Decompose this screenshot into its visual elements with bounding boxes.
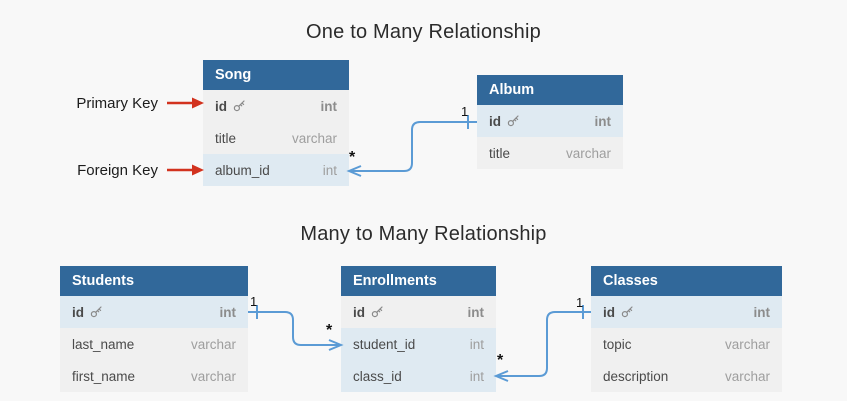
column-name: id xyxy=(353,304,365,320)
many-arrowhead-icon xyxy=(493,370,509,382)
column-type: int xyxy=(594,113,612,129)
column-type: int xyxy=(469,368,484,384)
column-type: int xyxy=(219,304,237,320)
table-row-students-first-name: first_name varchar xyxy=(60,360,248,392)
cardinality-many-label: * xyxy=(349,149,356,166)
table-row-enrollments-id: id int xyxy=(341,296,496,328)
table-students-header: Students xyxy=(60,266,248,296)
column-type: varchar xyxy=(724,336,770,352)
column-type: varchar xyxy=(291,130,337,146)
table-row-students-id: id int xyxy=(60,296,248,328)
column-type: int xyxy=(753,304,771,320)
connector-line xyxy=(496,311,591,377)
foreign-key-label: Foreign Key xyxy=(77,162,158,179)
foreign-key-arrow-icon xyxy=(167,164,204,176)
primary-key-icon xyxy=(507,115,519,127)
table-row-classes-topic: topic varchar xyxy=(591,328,782,360)
primary-key-icon xyxy=(621,306,633,318)
primary-key-icon xyxy=(90,306,102,318)
column-name: description xyxy=(603,368,669,384)
column-name: last_name xyxy=(72,336,135,352)
connector-song-album xyxy=(346,115,477,177)
cardinality-one-label: 1 xyxy=(461,104,469,119)
title-many-to-many: Many to Many Relationship xyxy=(300,223,547,245)
primary-key-label: Primary Key xyxy=(76,95,158,112)
table-row-students-last-name: last_name varchar xyxy=(60,328,248,360)
primary-key-icon xyxy=(233,100,245,112)
table-row-enrollments-class-id: class_id int xyxy=(341,360,496,392)
table-classes: Classes id int topic varchar description… xyxy=(591,266,782,392)
cardinality-one-label: 1 xyxy=(250,294,258,309)
cardinality-one-label: 1 xyxy=(576,295,584,310)
table-song-header: Song xyxy=(203,60,349,90)
column-type: varchar xyxy=(565,145,611,161)
column-name: id xyxy=(603,304,615,320)
column-name: class_id xyxy=(353,368,402,384)
table-students: Students id int last_name varchar first_… xyxy=(60,266,248,392)
table-row-classes-description: description varchar xyxy=(591,360,782,392)
column-type: int xyxy=(320,98,338,114)
table-song: Song id int title varchar album_id int xyxy=(203,60,349,186)
connector-line xyxy=(349,121,477,172)
table-row-album-id: id int xyxy=(477,105,623,137)
title-one-to-many: One to Many Relationship xyxy=(306,21,541,43)
column-name: topic xyxy=(603,336,632,352)
column-name: title xyxy=(489,145,511,161)
column-name: id xyxy=(72,304,84,320)
column-type: varchar xyxy=(190,336,236,352)
many-arrowhead-icon xyxy=(346,165,362,177)
column-name: student_id xyxy=(353,336,416,352)
cardinality-many-label: * xyxy=(326,322,333,339)
column-name: title xyxy=(215,130,237,146)
connector-enrollments-classes xyxy=(493,305,591,382)
column-type: int xyxy=(322,162,337,178)
table-classes-header: Classes xyxy=(591,266,782,296)
column-type: varchar xyxy=(724,368,770,384)
column-type: int xyxy=(467,304,485,320)
table-row-song-id: id int xyxy=(203,90,349,122)
column-name: id xyxy=(215,98,227,114)
table-album: Album id int title varchar xyxy=(477,75,623,169)
primary-key-icon xyxy=(371,306,383,318)
table-row-classes-id: id int xyxy=(591,296,782,328)
column-name: first_name xyxy=(72,368,136,384)
primary-key-arrow-icon xyxy=(167,97,204,109)
table-row-enrollments-student-id: student_id int xyxy=(341,328,496,360)
table-album-header: Album xyxy=(477,75,623,105)
many-arrowhead-icon xyxy=(328,339,344,351)
cardinality-many-label: * xyxy=(497,352,504,369)
table-row-song-title: title varchar xyxy=(203,122,349,154)
column-name: album_id xyxy=(215,162,270,178)
table-row-song-album-id: album_id int xyxy=(203,154,349,186)
table-row-album-title: title varchar xyxy=(477,137,623,169)
column-type: int xyxy=(469,336,484,352)
column-type: varchar xyxy=(190,368,236,384)
table-enrollments-header: Enrollments xyxy=(341,266,496,296)
table-enrollments: Enrollments id int student_id int class_… xyxy=(341,266,496,392)
column-name: id xyxy=(489,113,501,129)
